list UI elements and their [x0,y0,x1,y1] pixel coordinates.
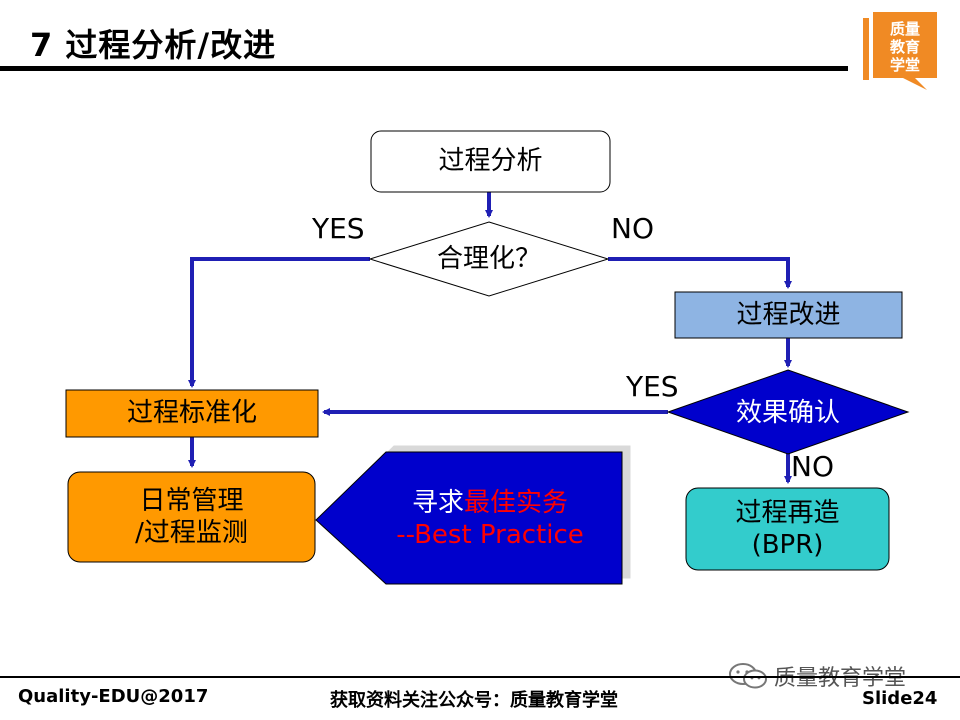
bpr-box [685,487,890,571]
best-practice-en: --Best Practice [396,520,584,550]
decision-label: 合理化？ [436,243,541,274]
best-practice-label: 寻求最佳实务 --Best Practice [370,478,610,560]
slide-number: Slide24 [862,688,938,709]
confirm-label: 效果确认 [735,397,840,428]
logo-line-1: 质量 [890,20,920,38]
brand-logo: 质量 教育 学堂 [863,12,937,90]
best-practice-prefix: 寻求 [411,487,464,518]
best-practice-highlight: 最佳实务 [464,487,569,518]
arrow-yes-to-standardize [188,257,370,388]
bpr-label-line-2: (BPR) [751,530,824,560]
logo-line-3: 学堂 [890,56,920,74]
daily-label: 日常管理 /过程监测 [68,472,315,562]
watermark-text: 质量教育学堂 [774,666,907,691]
improve-label: 过程改进 [736,299,841,330]
standardize-box [65,389,319,438]
confirm-diamond [666,369,910,455]
daily-label-line-2: /过程监测 [135,518,248,548]
logo-line-2: 教育 [889,38,920,56]
footer-copyright: Quality-EDU@2017 [18,686,209,707]
analysis-box [370,130,611,193]
page-title: 7 过程分析/改进 [30,26,277,64]
wechat-watermark: 质量教育学堂 [728,660,906,692]
bpr-label-line-1: 过程再造 [735,497,840,528]
daily-box [67,471,316,563]
footer-divider [0,676,960,678]
standardize-label: 过程标准化 [126,398,257,429]
footer-notice: 获取资料关注公众号：质量教育学堂 [330,690,618,711]
title-divider [0,66,848,71]
best-practice-banner [315,451,623,585]
analysis-label: 过程分析 [438,146,543,177]
decision-diamond [368,221,610,297]
no-label-top: NO [611,212,654,245]
improve-box [674,291,903,339]
daily-label-line-1: 日常管理 [139,485,244,516]
wechat-icon [729,663,767,689]
arrow-no-to-improve [608,257,792,289]
yes-label-right: YES [626,370,679,403]
best-practice-cn: 寻求最佳实务 [412,487,568,520]
yes-label-top: YES [312,212,365,245]
no-label-bottom: NO [791,450,834,483]
bpr-label: 过程再造 (BPR) [686,488,889,570]
